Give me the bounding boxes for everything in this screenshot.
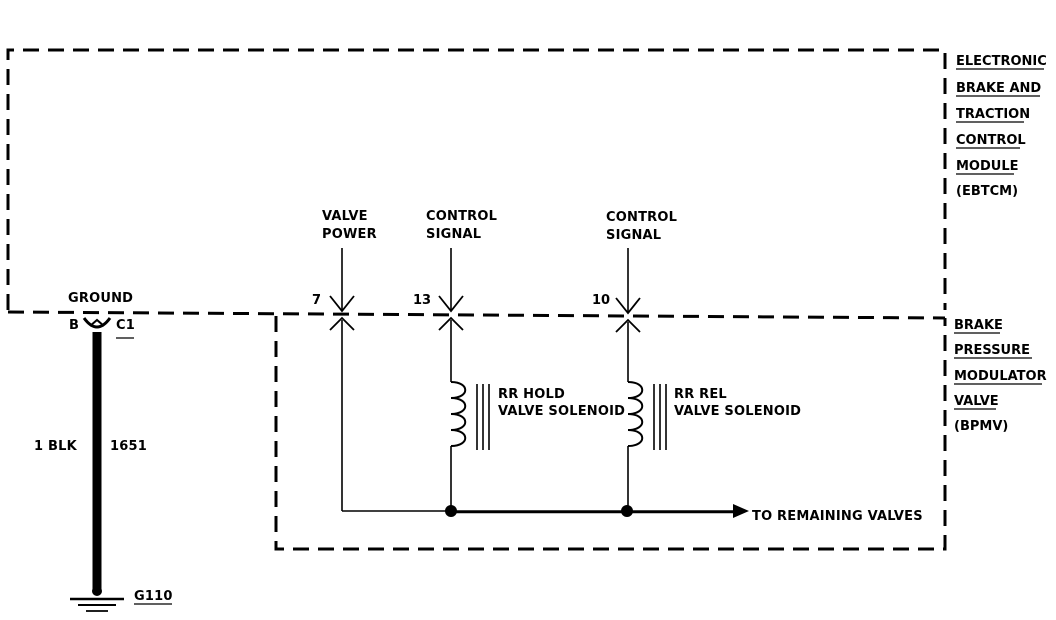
terminal-10-label-line-2: SIGNAL bbox=[606, 228, 661, 243]
valve-power-bus: TO REMAINING VALVES bbox=[342, 504, 923, 524]
terminal-rr-hold-control: CONTROL SIGNAL 13 bbox=[413, 209, 497, 382]
rr-hold-coil-icon bbox=[450, 381, 467, 447]
terminal-13-label-line-1: CONTROL bbox=[426, 209, 497, 224]
terminal-10-label-line-1: CONTROL bbox=[606, 210, 677, 225]
ground-symbol bbox=[70, 586, 124, 612]
rr-rel-solenoid: RR REL VALVE SOLENOID bbox=[627, 381, 801, 511]
bpmv-label-line-4: VALVE bbox=[954, 394, 999, 409]
bus-arrow-icon bbox=[733, 504, 749, 518]
terminal-13-label-line-2: SIGNAL bbox=[426, 227, 481, 242]
terminal-10-pin: 10 bbox=[592, 293, 610, 308]
rr-hold-label-line-2: VALVE SOLENOID bbox=[498, 404, 625, 419]
module-divider bbox=[7, 310, 946, 320]
terminal-13-pin: 13 bbox=[413, 293, 431, 308]
rr-rel-coil-icon bbox=[627, 381, 644, 447]
bus-label: TO REMAINING VALVES bbox=[752, 509, 923, 524]
terminal-7-label-line-1: VALVE bbox=[322, 209, 368, 224]
rr-hold-solenoid: RR HOLD VALVE SOLENOID bbox=[450, 381, 625, 511]
rr-rel-label-line-1: RR REL bbox=[674, 387, 727, 402]
terminal-valve-power: VALVE POWER 7 bbox=[312, 209, 377, 511]
ground-circuit: GROUND B C1 1 BLK 1651 G110 bbox=[34, 291, 173, 612]
ebtcm-label-line-2: BRAKE AND bbox=[956, 81, 1041, 96]
terminal-7-label-line-2: POWER bbox=[322, 227, 377, 242]
terminal-7-pin: 7 bbox=[312, 293, 321, 308]
bpmv-label-line-1: BRAKE bbox=[954, 318, 1003, 333]
ground-id: G110 bbox=[134, 589, 173, 604]
ground-wire-color: 1 BLK bbox=[34, 439, 78, 454]
bpmv-label: BRAKE PRESSURE MODULATOR VALVE (BPMV) bbox=[954, 318, 1047, 434]
ground-label: GROUND bbox=[68, 291, 133, 306]
splice-dot-2 bbox=[621, 505, 633, 517]
ground-connector: C1 bbox=[116, 318, 135, 333]
bpmv-label-line-2: PRESSURE bbox=[954, 343, 1030, 358]
rr-hold-label-line-1: RR HOLD bbox=[498, 387, 565, 402]
ebtcm-label-line-5: MODULE bbox=[956, 159, 1019, 174]
splice-dot-1 bbox=[445, 505, 457, 517]
ebtcm-label: ELECTRONIC BRAKE AND TRACTION CONTROL MO… bbox=[956, 54, 1047, 199]
terminal-rr-rel-control: CONTROL SIGNAL 10 bbox=[592, 210, 677, 382]
rr-rel-label-line-2: VALVE SOLENOID bbox=[674, 404, 801, 419]
bpmv-label-line-3: MODULATOR bbox=[954, 369, 1047, 384]
ebtcm-label-line-4: CONTROL bbox=[956, 133, 1026, 148]
ground-connector-symbol bbox=[82, 317, 112, 329]
ebtcm-boundary bbox=[6, 48, 947, 310]
ebtcm-label-line-1: ELECTRONIC bbox=[956, 54, 1047, 69]
bpmv-label-line-5: (BPMV) bbox=[954, 419, 1008, 434]
ebtcm-label-line-3: TRACTION bbox=[956, 107, 1030, 122]
ebtcm-label-line-6: (EBTCM) bbox=[956, 184, 1018, 199]
ground-circuit-number: 1651 bbox=[110, 439, 147, 454]
ground-terminal: B bbox=[69, 318, 79, 333]
